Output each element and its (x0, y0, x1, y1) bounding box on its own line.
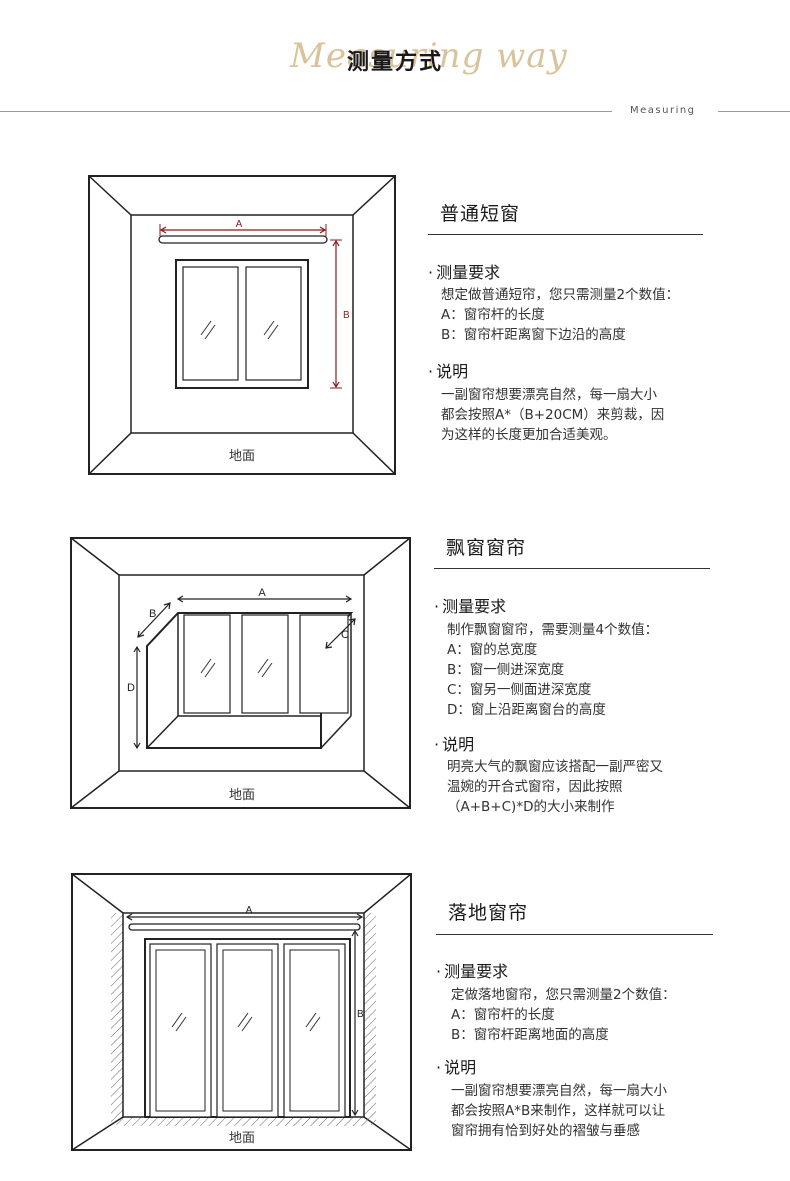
header-divider-left (0, 111, 612, 112)
requirement-text: 定做落地窗帘，您只需测量2个数值： A：窗帘杆的长度 B：窗帘杆距离地面的高度 (451, 985, 676, 1045)
requirement-heading: ·测量要求 (434, 597, 507, 616)
section-title-bay-window: 飘窗窗帘 (446, 537, 527, 559)
requirement-line: 定做落地窗帘，您只需测量2个数值： (451, 987, 676, 1003)
requirement-line: A：窗的总宽度 (447, 642, 538, 658)
note-line: 温婉的开合式窗帘，因此按照 (447, 779, 623, 795)
requirement-line: D：窗上沿距离窗台的高度 (447, 702, 606, 718)
page-title: 测量方式 (347, 50, 444, 75)
dimension-label-b: B (343, 310, 350, 321)
dimension-label-c: C (341, 629, 349, 641)
requirement-line: 想定做普通短帘，您只需测量2个数值： (441, 287, 680, 303)
section-title-rule (434, 568, 710, 569)
dimension-label-b: B (357, 1009, 364, 1020)
header-side-label: Measuring (630, 105, 696, 116)
note-line: 都会按照A*B来制作，这样就可以让 (451, 1103, 666, 1119)
note-heading: ·说明 (436, 1058, 477, 1077)
header-script-text: Measuring way (290, 36, 568, 76)
note-line: 都会按照A*（B+20CM）来剪裁，因 (441, 407, 665, 423)
floor-label: 地面 (228, 449, 255, 464)
short-curtain-diagram: A B (88, 175, 398, 477)
note-heading: ·说明 (428, 362, 469, 381)
dimension-label-d: D (127, 682, 135, 694)
section-title-floor-curtain: 落地窗帘 (448, 902, 529, 924)
requirement-heading: ·测量要求 (428, 263, 501, 282)
requirement-line: A：窗帘杆的长度 (451, 1007, 555, 1023)
section-title-rule (428, 234, 703, 235)
note-text: 一副窗帘想要漂亮自然，每一扇大小 都会按照A*B来制作，这样就可以让 窗帘拥有恰… (451, 1081, 667, 1141)
requirement-line: B：窗一侧进深宽度 (447, 662, 565, 678)
requirement-heading: ·测量要求 (436, 962, 509, 981)
requirement-text: 制作飘窗窗帘，需要测量4个数值： A：窗的总宽度 B：窗一侧进深宽度 C：窗另一… (447, 620, 658, 720)
requirement-line: 制作飘窗窗帘，需要测量4个数值： (447, 622, 659, 638)
note-line: 明亮大气的飘窗应该搭配一副严密又 (447, 759, 663, 775)
note-line: （A+B+C)*D的大小来制作 (447, 799, 615, 815)
note-line: 一副窗帘想要漂亮自然，每一扇大小 (451, 1083, 667, 1099)
dimension-label-a: A (246, 905, 253, 916)
requirement-line: B：窗帘杆距离窗下边沿的高度 (441, 327, 626, 343)
requirement-line: A：窗帘杆的长度 (441, 307, 545, 323)
floor-label: 地面 (228, 788, 255, 803)
requirement-line: C：窗另一侧面进深宽度 (447, 682, 592, 698)
requirement-text: 想定做普通短帘，您只需测量2个数值： A：窗帘杆的长度 B：窗帘杆距离窗下边沿的… (441, 285, 679, 345)
note-line: 为这样的长度更加合适美观。 (441, 427, 617, 443)
floor-curtain-diagram: A B (71, 873, 414, 1153)
note-line: 一副窗帘想要漂亮自然，每一扇大小 (441, 387, 657, 403)
dimension-label-b: B (149, 608, 156, 620)
dimension-label-a: A (258, 587, 266, 599)
section-title-short-curtain: 普通短窗 (440, 203, 521, 225)
note-line: 窗帘拥有恰到好处的褶皱与垂感 (451, 1123, 640, 1139)
note-text: 明亮大气的飘窗应该搭配一副严密又 温婉的开合式窗帘，因此按照 （A+B+C)*D… (447, 757, 663, 817)
floor-label: 地面 (228, 1131, 255, 1146)
section-title-rule (436, 934, 713, 935)
note-text: 一副窗帘想要漂亮自然，每一扇大小 都会按照A*（B+20CM）来剪裁，因 为这样… (441, 385, 664, 445)
bay-window-diagram: A B C D (70, 537, 412, 811)
dimension-label-a: A (236, 219, 243, 230)
requirement-line: B：窗帘杆距离地面的高度 (451, 1027, 609, 1043)
note-heading: ·说明 (434, 735, 475, 754)
header-divider-right (718, 111, 790, 112)
